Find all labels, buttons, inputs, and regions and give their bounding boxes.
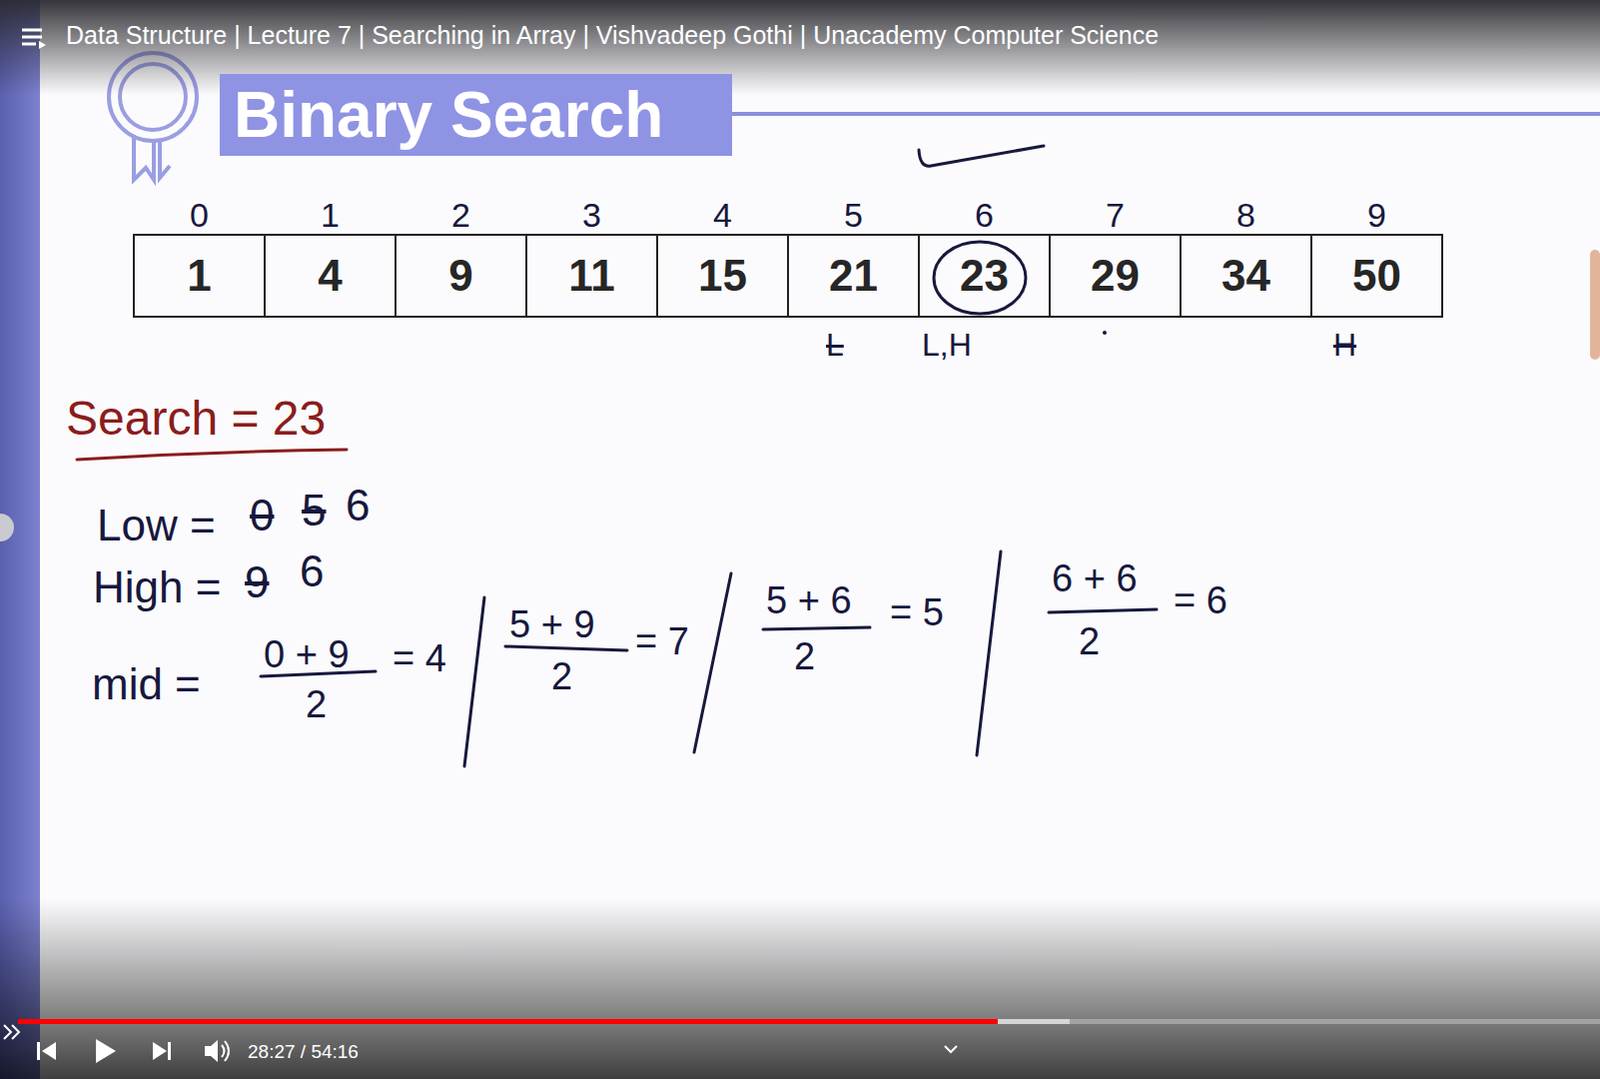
side-handle	[0, 513, 14, 542]
variable-value: 5	[301, 488, 326, 533]
fraction-result: = 4	[392, 639, 447, 678]
index-number: 0	[189, 197, 209, 232]
array-cell: 11	[525, 233, 659, 318]
cell-value: 15	[698, 253, 748, 298]
play-icon	[95, 1038, 116, 1063]
fraction-bar	[763, 627, 870, 630]
fraction-bars	[260, 609, 1157, 677]
index-number: 4	[713, 197, 733, 232]
fraction-result: = 7	[635, 622, 690, 661]
fraction-result: = 6	[1173, 581, 1228, 620]
title-banner: Binary Search	[219, 73, 733, 156]
fraction-bar	[505, 646, 628, 651]
index-number: 9	[1367, 197, 1387, 232]
fraction-numerator: 0 + 9	[263, 635, 350, 674]
cell-value: 11	[568, 253, 616, 298]
title-text: Binary Search	[233, 82, 664, 147]
array-cell: 34	[1179, 233, 1313, 318]
array-cell: 23	[917, 233, 1051, 318]
index-number: 3	[582, 197, 602, 232]
check-mark	[918, 145, 1044, 166]
cell-value: 9	[448, 253, 473, 298]
array-cell: 4	[263, 233, 397, 318]
ink-dot	[1102, 330, 1107, 335]
array-cell: 15	[656, 233, 790, 318]
fraction-numerator: 5 + 9	[509, 605, 596, 644]
index-number: 8	[1236, 197, 1256, 232]
index-number: 7	[1105, 197, 1125, 232]
menu-play	[38, 40, 46, 49]
volume-icon	[204, 1039, 218, 1062]
index-number: 5	[843, 197, 863, 232]
array-cell: 29	[1048, 233, 1182, 318]
fraction-denominator: 2	[794, 637, 815, 676]
chevron-icon	[944, 1045, 957, 1052]
title-rule	[732, 111, 1600, 116]
array-cell: 50	[1310, 233, 1444, 318]
fraction-numerator: 6 + 6	[1051, 559, 1138, 598]
fraction-bar	[1048, 609, 1157, 613]
volume-waves	[221, 1040, 229, 1061]
separator-line	[976, 551, 1001, 756]
progress-track	[17, 1018, 1600, 1024]
fraction-numerator: 5 + 6	[766, 581, 852, 620]
cell-value: 29	[1090, 253, 1140, 298]
progress-played	[17, 1018, 998, 1024]
expand-icon	[3, 1024, 19, 1039]
found-circle	[933, 241, 1026, 314]
presenter-hand	[1590, 249, 1600, 360]
menu-bar	[21, 28, 42, 32]
fraction-denominator: 2	[1078, 622, 1100, 661]
variable-value: 6	[345, 483, 370, 528]
fraction-result: = 5	[889, 593, 944, 632]
next-icon	[152, 1041, 167, 1060]
pointer-mark: L,H	[921, 328, 972, 361]
separators	[464, 551, 1001, 767]
prev-bar	[36, 1041, 40, 1060]
cell-value: 1	[186, 253, 211, 298]
search-key: Search = 23	[65, 394, 326, 443]
badge-ribbon	[133, 134, 154, 180]
separator-line	[694, 573, 732, 753]
prev-icon	[41, 1041, 56, 1060]
player-controls	[3, 1024, 957, 1063]
badge-ribbon	[159, 139, 170, 178]
menu-bar	[21, 42, 36, 46]
next-bar	[167, 1041, 171, 1060]
pointer-mark: L	[825, 328, 844, 361]
progress-buffer	[997, 1018, 1070, 1024]
fraction-denominator: 2	[305, 685, 327, 724]
separator-line	[464, 597, 485, 767]
variable-value: 9	[244, 560, 269, 605]
variable-name: High =	[92, 565, 221, 610]
array-cell: 21	[787, 233, 920, 318]
variable-name: mid =	[91, 662, 201, 707]
array-cell: 1	[132, 233, 266, 318]
underline	[76, 449, 347, 460]
pointer-mark: H	[1333, 328, 1357, 361]
cell-value: 23	[959, 253, 1009, 298]
fraction-denominator: 2	[551, 657, 573, 696]
cell-value: 50	[1352, 253, 1402, 298]
variable-value: 0	[249, 493, 274, 538]
video-time: 28:27 / 54:16	[247, 1041, 359, 1061]
variable-value: 6	[299, 549, 324, 594]
index-number: 1	[320, 197, 340, 232]
variable-name: Low =	[96, 503, 216, 548]
index-number: 2	[451, 197, 471, 232]
menu-bar	[21, 35, 42, 39]
array-cell: 9	[394, 233, 528, 318]
cell-value: 4	[317, 253, 342, 298]
cell-value: 34	[1221, 253, 1271, 298]
cell-value: 21	[828, 253, 878, 298]
index-number: 6	[974, 197, 994, 232]
video-title: Data Structure | Lecture 7 | Searching i…	[65, 22, 1159, 48]
bottom-shade	[0, 898, 1600, 1079]
